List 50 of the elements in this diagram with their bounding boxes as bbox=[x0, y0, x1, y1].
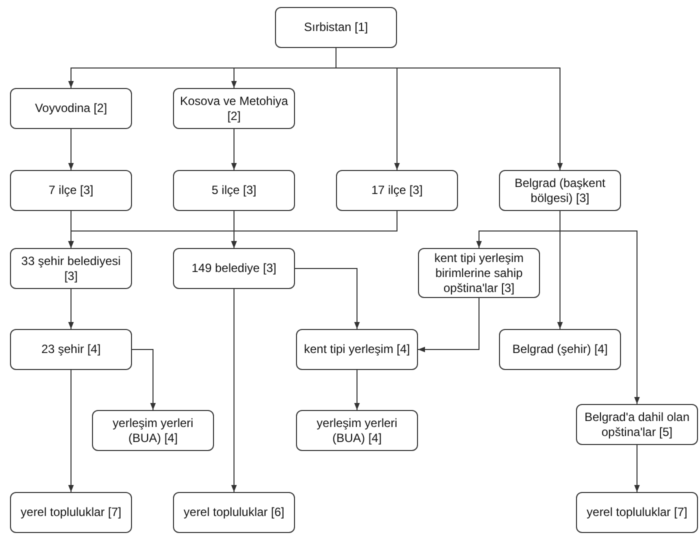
process-box bbox=[10, 329, 132, 370]
process-box bbox=[10, 170, 132, 211]
process-box bbox=[10, 88, 132, 129]
node-label: 149 belediye [3] bbox=[192, 261, 276, 276]
node-label: Sırbistan [1] bbox=[304, 20, 368, 35]
process-box bbox=[418, 248, 540, 298]
arrow bbox=[68, 370, 74, 492]
node-label: Kosova ve Metohiya [2] bbox=[178, 94, 290, 124]
process-box bbox=[173, 88, 295, 129]
arrow bbox=[354, 370, 360, 410]
arrow bbox=[560, 210, 640, 404]
arrow bbox=[231, 288, 237, 492]
process-box bbox=[576, 492, 698, 533]
arrow bbox=[68, 128, 74, 170]
process-box bbox=[499, 170, 621, 211]
node-label: Belgrad (başkent bölgesi) [3] bbox=[514, 176, 606, 206]
node-label: 17 ilçe [3] bbox=[371, 183, 423, 198]
process-box bbox=[576, 404, 698, 445]
arrow bbox=[294, 268, 360, 330]
arrow bbox=[132, 349, 156, 410]
process-box bbox=[275, 7, 397, 48]
process-box bbox=[173, 248, 295, 289]
arrow bbox=[231, 210, 398, 248]
process-box bbox=[499, 329, 621, 370]
node-label: yerel topluluklar [7] bbox=[20, 505, 122, 520]
node-label: 5 ilçe [3] bbox=[212, 183, 256, 198]
node-label: 33 şehir belediyesi [3] bbox=[20, 254, 122, 284]
node-label: kent tipi yerleşim birimlerine sahip opština'lar [3] bbox=[433, 250, 525, 296]
process-box bbox=[336, 170, 458, 211]
process-box bbox=[10, 492, 132, 533]
process-box bbox=[10, 248, 132, 289]
process-box bbox=[173, 170, 295, 211]
node-label: yerel topluluklar [6] bbox=[184, 505, 284, 520]
node-label: Belgrad (şehir) [4] bbox=[512, 342, 608, 357]
arrow bbox=[634, 444, 640, 492]
node-label: 23 şehir [4] bbox=[41, 342, 101, 357]
arrow bbox=[68, 288, 74, 330]
process-box bbox=[173, 492, 295, 533]
node-label: yerel topluluklar [7] bbox=[586, 505, 688, 520]
node-label: yerleşim yerleri (BUA) [4] bbox=[316, 416, 398, 446]
node-label: Voyvodina [2] bbox=[34, 101, 108, 116]
process-box bbox=[296, 329, 418, 370]
node-label: 7 ilçe [3] bbox=[48, 183, 94, 198]
arrow bbox=[418, 298, 480, 352]
process-box bbox=[92, 410, 214, 451]
process-box bbox=[296, 410, 418, 451]
arrow bbox=[231, 128, 237, 170]
node-label: Belgrad'a dahil olan opština'lar [5] bbox=[583, 410, 691, 440]
node-label: yerleşim yerleri (BUA) [4] bbox=[112, 416, 194, 446]
node-label: kent tipi yerleşim [4] bbox=[304, 342, 410, 357]
